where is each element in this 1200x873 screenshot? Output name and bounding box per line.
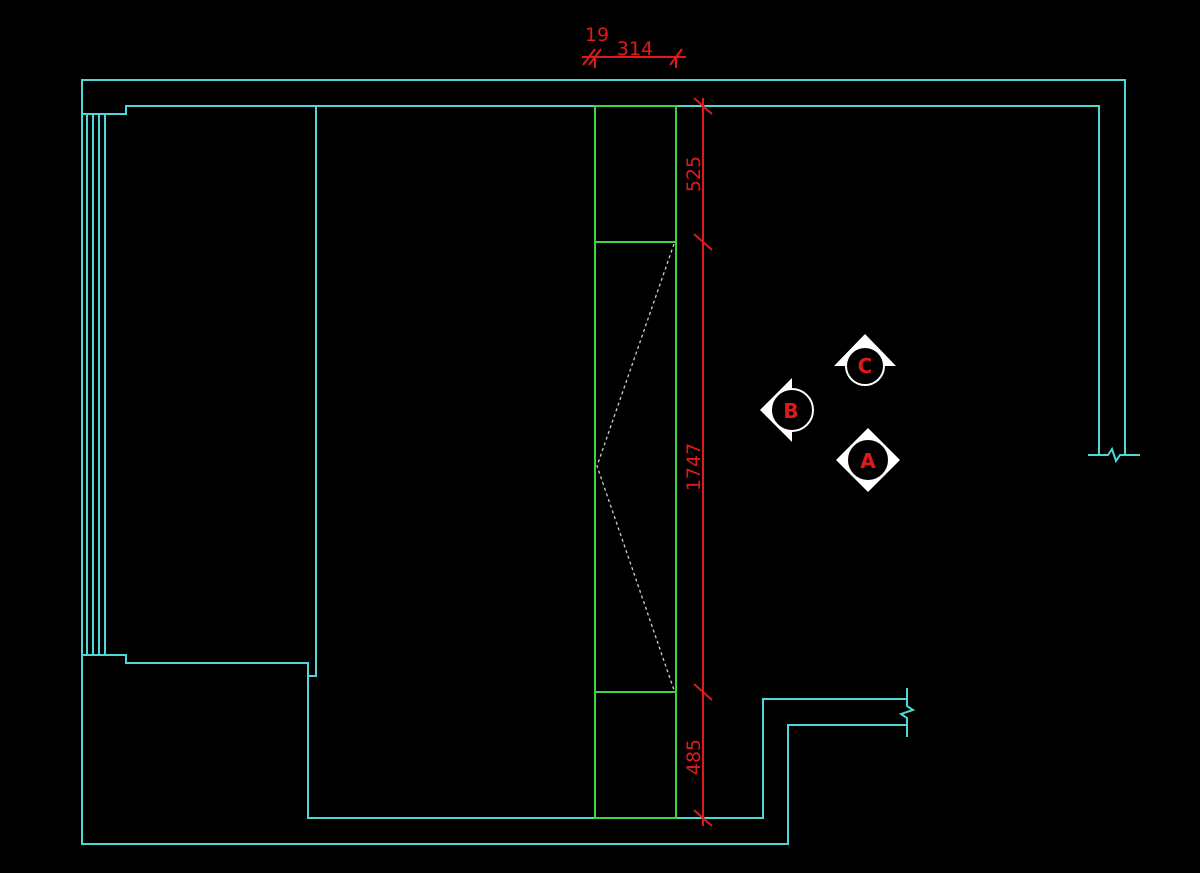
cabinet-outline [594, 105, 677, 819]
door-swing-hidden-line [596, 243, 675, 691]
dimension-lower-section: 485 [683, 739, 705, 775]
view-marker-a-label: A [860, 449, 876, 473]
view-marker-a: A [836, 428, 900, 492]
tick-bottom [693, 809, 713, 827]
tick-top [693, 97, 713, 115]
walls [81, 79, 1140, 845]
inner-wall-outline [82, 105, 1100, 455]
dimension-top-small: 19 [585, 24, 609, 46]
view-marker-c: C [834, 334, 896, 386]
dimension-middle-section: 1747 [683, 443, 705, 491]
view-marker-b: B [760, 378, 814, 442]
break-line-bottom [898, 688, 916, 737]
dimension-upper-section: 525 [683, 156, 705, 192]
dimension-top-width: 314 [617, 38, 653, 60]
outer-wall-outline [81, 79, 1126, 845]
tick-upper [693, 233, 713, 251]
inner-wall-lower [82, 654, 907, 819]
tick-top-a [582, 48, 596, 66]
tick-lower [693, 683, 713, 701]
partition-wall [308, 106, 317, 677]
dimension-lines [582, 48, 713, 827]
view-marker-c-label: C [858, 354, 873, 378]
wardrobe-cabinet [594, 105, 677, 819]
view-marker-b-label: B [783, 399, 798, 423]
break-line-right [1088, 446, 1140, 464]
